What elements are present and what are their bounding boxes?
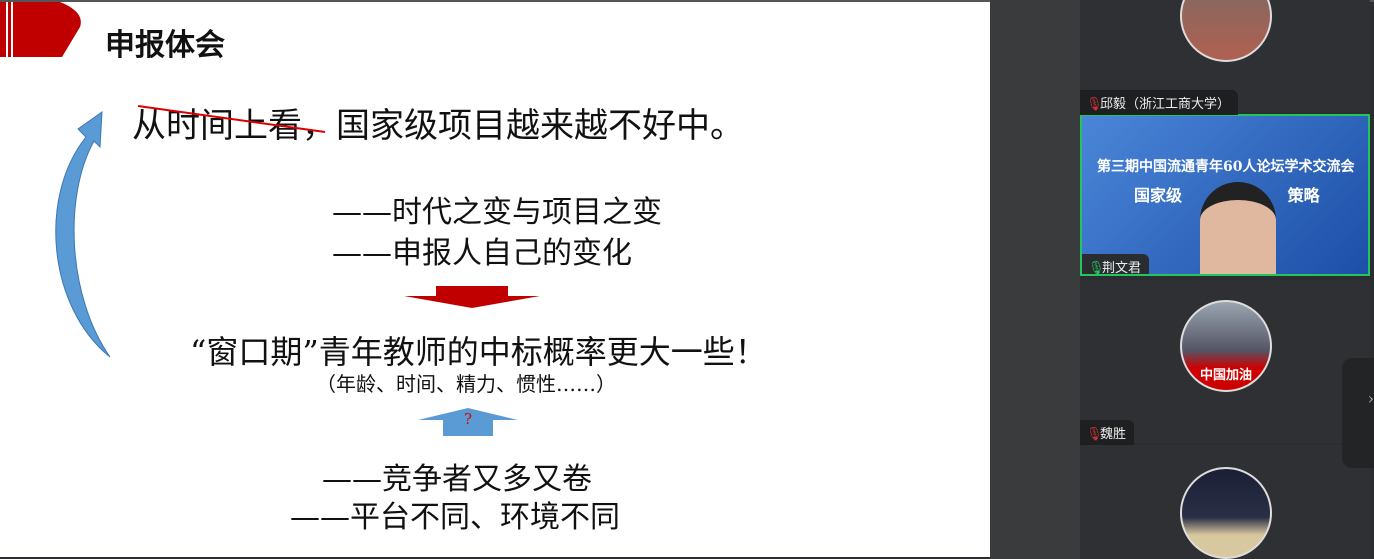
up-arrow-icon bbox=[418, 408, 518, 436]
chevron-right-icon: › bbox=[1367, 389, 1374, 408]
avatar bbox=[1180, 467, 1272, 559]
main-conclusion: “窗口期”青年教师的中标概率更大一些！ bbox=[190, 333, 767, 371]
down-arrow-icon bbox=[404, 286, 540, 308]
mic-active-icon: 🎙 bbox=[1088, 261, 1105, 276]
participant-name: 🎙魏胜 bbox=[1080, 420, 1135, 445]
video-banner-subtitle: 国家级 策略 bbox=[1134, 186, 1320, 205]
divider bbox=[990, 0, 1080, 559]
window-top-border bbox=[0, 0, 1374, 2]
participant-tile[interactable]: 🎙邱毅（浙江工商大学） bbox=[1080, 0, 1370, 115]
video-banner-title: 第三期中国流通青年60人论坛学术交流会 bbox=[1097, 159, 1355, 175]
collapse-panel-button[interactable]: › bbox=[1342, 358, 1374, 468]
speaker-figure bbox=[1200, 182, 1276, 274]
participant-panel: 🎙邱毅（浙江工商大学） 第三期中国流通青年60人论坛学术交流会 国家级 策略 🎙… bbox=[1080, 0, 1370, 559]
sub-point-2: ——申报人自己的变化 bbox=[332, 236, 632, 271]
slide-headline: 从时间上看，国家级项目越来越不好中。 bbox=[132, 106, 744, 146]
avatar bbox=[1180, 0, 1272, 62]
avatar: 中国加油 bbox=[1180, 300, 1272, 392]
mic-muted-icon: 🎙 bbox=[1086, 427, 1103, 442]
participant-tile[interactable] bbox=[1080, 445, 1370, 559]
presentation-slide: 申报体会 从时间上看，国家级项目越来越不好中。 ——时代之变与项目之变 ——申报… bbox=[0, 2, 990, 557]
participant-name: 🎙邱毅（浙江工商大学） bbox=[1080, 90, 1239, 115]
curved-arrow-up-icon bbox=[55, 110, 111, 358]
sub-point-3: ——竞争者又多又卷 bbox=[322, 462, 592, 497]
conclusion-note: （年龄、时间、精力、惯性……） bbox=[316, 372, 616, 396]
question-mark: ? bbox=[464, 410, 473, 428]
mic-muted-icon: 🎙 bbox=[1086, 97, 1103, 112]
participant-name: 🎙荆文君 bbox=[1082, 254, 1150, 276]
participant-video-active[interactable]: 第三期中国流通青年60人论坛学术交流会 国家级 策略 🎙荆文君 bbox=[1080, 114, 1370, 276]
title-banner-shape bbox=[0, 2, 81, 57]
sub-point-1: ——时代之变与项目之变 bbox=[332, 195, 662, 230]
strikethrough-line bbox=[137, 105, 326, 133]
sub-point-4: ——平台不同、环境不同 bbox=[290, 500, 620, 535]
slide-title: 申报体会 bbox=[105, 28, 225, 63]
participant-tile[interactable]: 中国加油 🎙魏胜 bbox=[1080, 280, 1370, 445]
